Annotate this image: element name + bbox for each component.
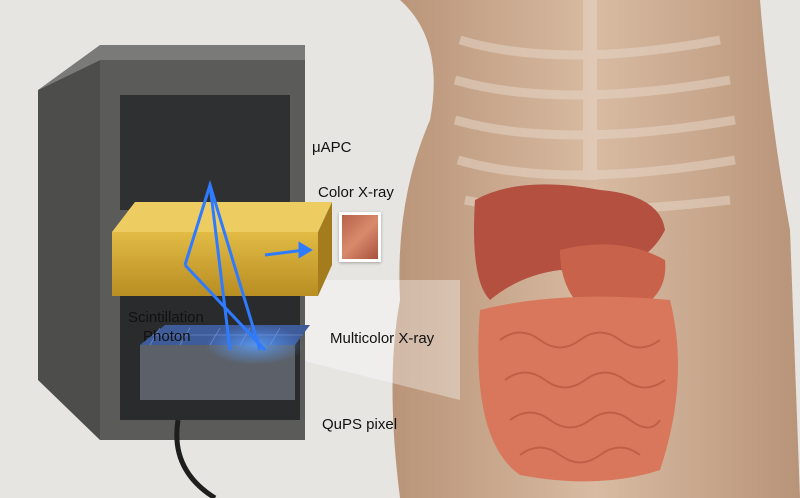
label-photon: Photon <box>143 328 191 345</box>
label-scintillation: Scintillation <box>128 309 204 326</box>
intestines <box>478 296 678 482</box>
scintillator-bar <box>112 202 332 296</box>
xray-beam <box>300 280 460 400</box>
color-xray-thumbnail <box>339 212 381 262</box>
photon-paths <box>183 179 313 352</box>
label-multicolor-xray: Multicolor X-ray <box>330 330 435 347</box>
cable <box>174 419 217 498</box>
label-uapc: μAPC <box>312 139 352 156</box>
human-torso <box>392 0 800 498</box>
detector-device <box>38 45 332 498</box>
label-color-xray: Color X-ray <box>318 184 394 201</box>
qups-pixel-array <box>140 325 310 400</box>
label-qups-pixel: QuPS pixel <box>322 416 398 433</box>
liver <box>474 184 665 300</box>
